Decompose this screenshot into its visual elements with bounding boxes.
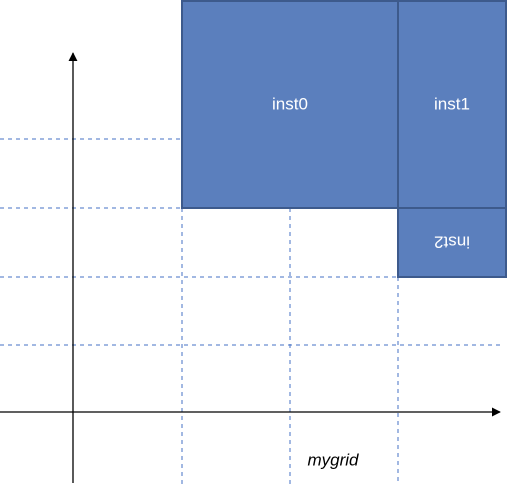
inst0-label: inst0 <box>272 95 308 114</box>
inst0-block <box>181 0 399 209</box>
inst2-block <box>397 207 507 278</box>
inst1-block <box>397 0 507 209</box>
inst2-label: inst2 <box>434 233 470 252</box>
grid-name-label: mygrid <box>307 451 359 470</box>
inst1-label: inst1 <box>434 95 470 114</box>
